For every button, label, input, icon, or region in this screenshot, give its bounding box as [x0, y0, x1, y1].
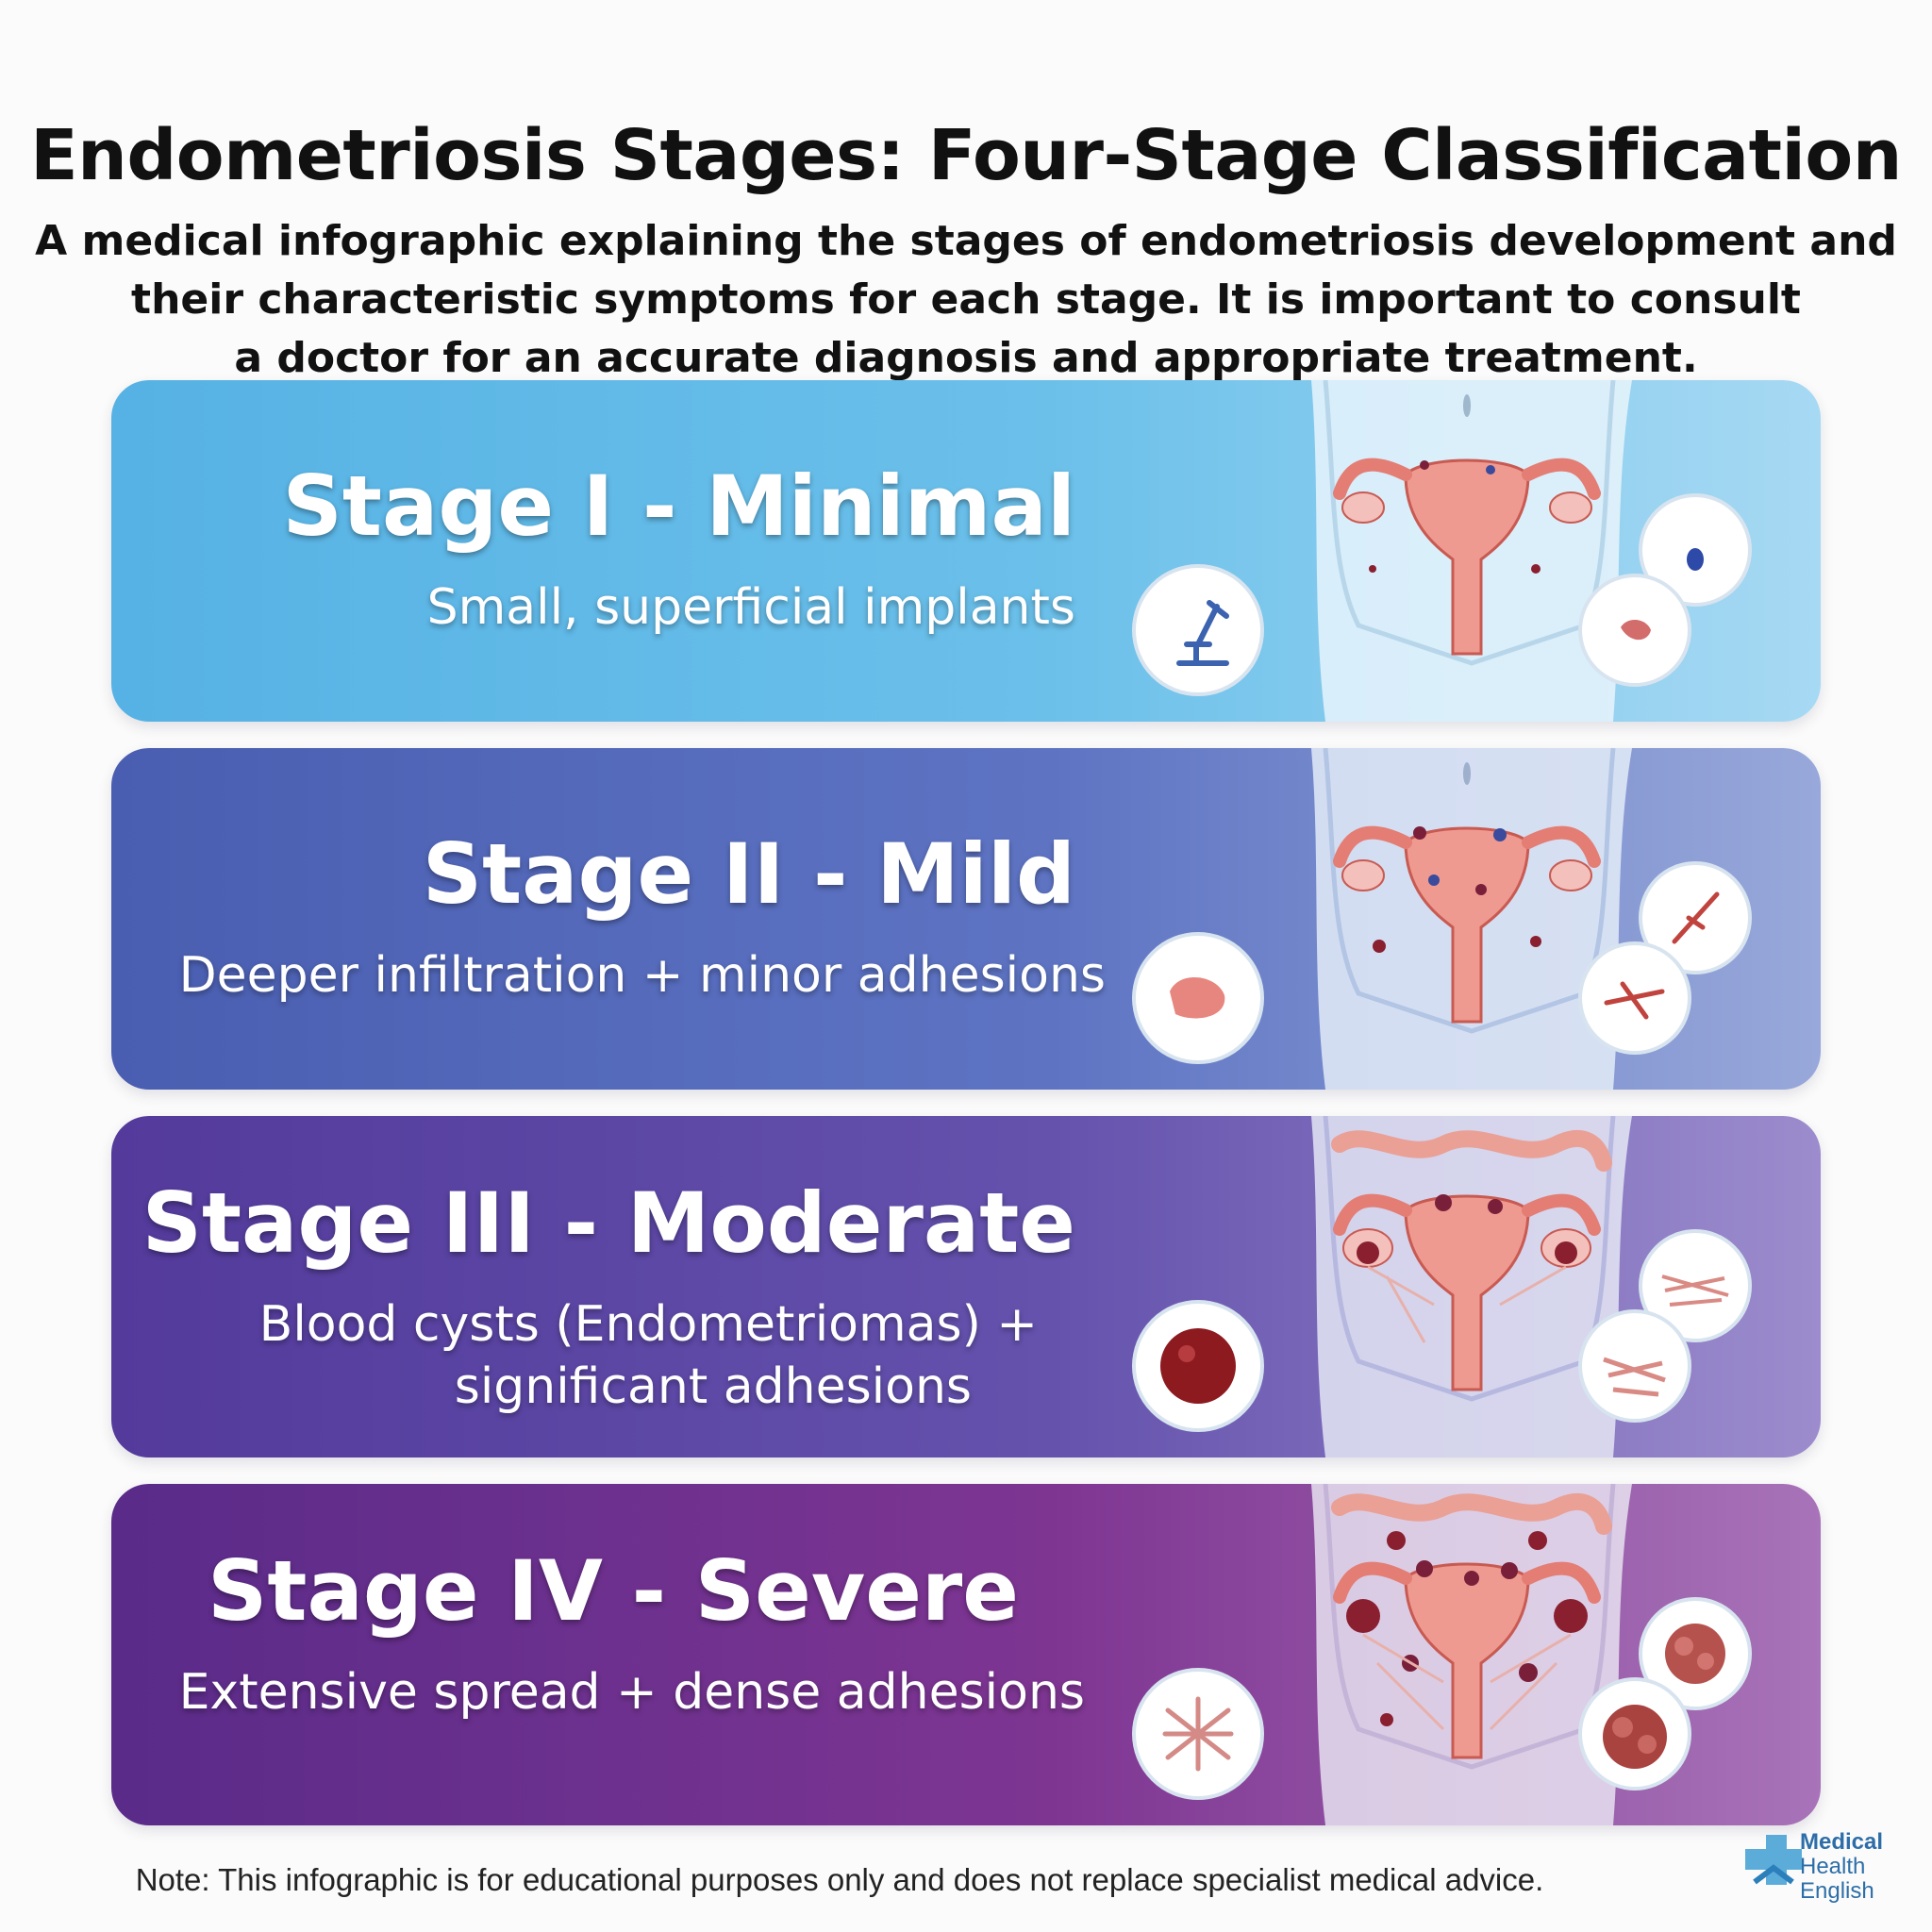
adhesion-magnified-icon [1639, 861, 1752, 974]
stage-1-band: Stage I - Minimal Small, superficial imp… [111, 380, 1821, 722]
uterus-icon [1333, 1561, 1601, 1759]
stage-2-description: Deeper infiltration + minor adhesions [178, 947, 1106, 1004]
blood-cyst-icon [1132, 1300, 1264, 1432]
stage-1-description: Small, superficial implants [426, 579, 1075, 636]
footer-note: Note: This infographic is for educationa… [135, 1862, 1544, 1897]
page-subtitle: A medical infographic explaining the sta… [0, 212, 1932, 388]
stage-3-description-line-2: significant adhesions [454, 1358, 972, 1415]
stage-3-description-line-1: Blood cysts (Endometriomas) + [258, 1296, 1038, 1353]
stage-2-anatomy-illustration [1132, 748, 1752, 1090]
stage-4-description: Extensive spread + dense adhesions [178, 1664, 1085, 1721]
subtitle-line: a doctor for an accurate diagnosis and a… [234, 334, 1698, 382]
adhesion-tissue-icon [1578, 1309, 1691, 1423]
stage-4-title: Stage IV - Severe [208, 1542, 1019, 1640]
stage-1-anatomy-illustration [1132, 380, 1752, 722]
fibrous-tissue-icon [1578, 941, 1691, 1055]
tissue-mass-icon [1639, 1597, 1752, 1710]
uterus-icon [1333, 458, 1601, 656]
stage-2-band: Stage II - Mild Deeper infiltration + mi… [111, 748, 1821, 1090]
logo-text-line: Health [1800, 1854, 1866, 1879]
implant-magnified-icon [1578, 574, 1691, 687]
adhesion-bands-icon [1639, 1229, 1752, 1342]
stage-3-title: Stage III - Moderate [142, 1174, 1075, 1272]
stage-3-band: Stage III - Moderate Blood cysts (Endome… [111, 1116, 1821, 1457]
stage-3-anatomy-illustration [1132, 1116, 1752, 1457]
dense-adhesion-icon [1132, 1668, 1264, 1800]
lesion-cluster-icon [1578, 1677, 1691, 1790]
page-title: Endometriosis Stages: Four-Stage Classif… [30, 115, 1902, 196]
cell-magnified-icon [1639, 493, 1752, 607]
stage-4-anatomy-illustration [1132, 1484, 1752, 1825]
subtitle-line: their characteristic symptoms for each s… [131, 275, 1801, 324]
microscope-icon [1132, 564, 1264, 696]
lesion-tissue-icon [1132, 932, 1264, 1064]
stage-1-title: Stage I - Minimal [282, 458, 1075, 555]
logo-text-line: Medical [1800, 1829, 1884, 1855]
stage-4-band: Stage IV - Severe Extensive spread + den… [111, 1484, 1821, 1825]
stage-2-title: Stage II - Mild [422, 825, 1075, 923]
logo-text-line: English [1800, 1878, 1874, 1904]
medical-health-english-logo [1745, 1835, 1802, 1885]
subtitle-line: A medical infographic explaining the sta… [35, 217, 1897, 265]
